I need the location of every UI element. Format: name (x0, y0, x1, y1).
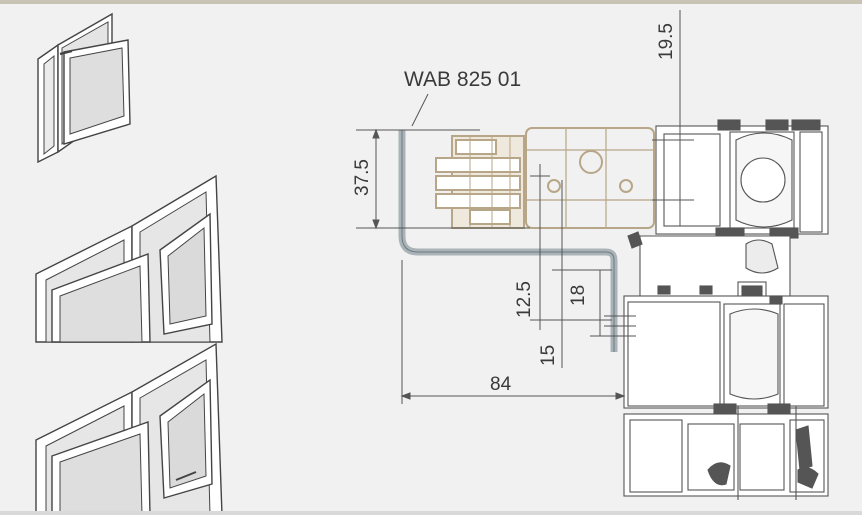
dim-hinge-height: 37.5 (352, 159, 373, 196)
top-rule (0, 0, 862, 4)
dim-lower-vertical: 15 (538, 345, 559, 366)
technical-drawing: WAB 825 01 84 37.5 19.5 12.5 15 18 (352, 10, 829, 500)
window-profile-section (623, 119, 829, 500)
dim-leg-length: 18 (568, 285, 589, 306)
thumbnail-column (35, 12, 223, 515)
dim-left-vertical: 12.5 (514, 281, 535, 318)
dimension-lines (356, 10, 694, 404)
part-number-label: WAB 825 01 (404, 68, 521, 91)
double-casement-window-icon[interactable] (35, 174, 223, 343)
dim-top-offset: 19.5 (656, 23, 677, 60)
single-casement-window-icon[interactable] (37, 12, 131, 164)
bottom-rule (0, 511, 862, 515)
dim-overall-width: 84 (490, 374, 512, 395)
double-casement-window-open-icon[interactable] (35, 342, 223, 515)
hinge-outline (435, 127, 655, 229)
